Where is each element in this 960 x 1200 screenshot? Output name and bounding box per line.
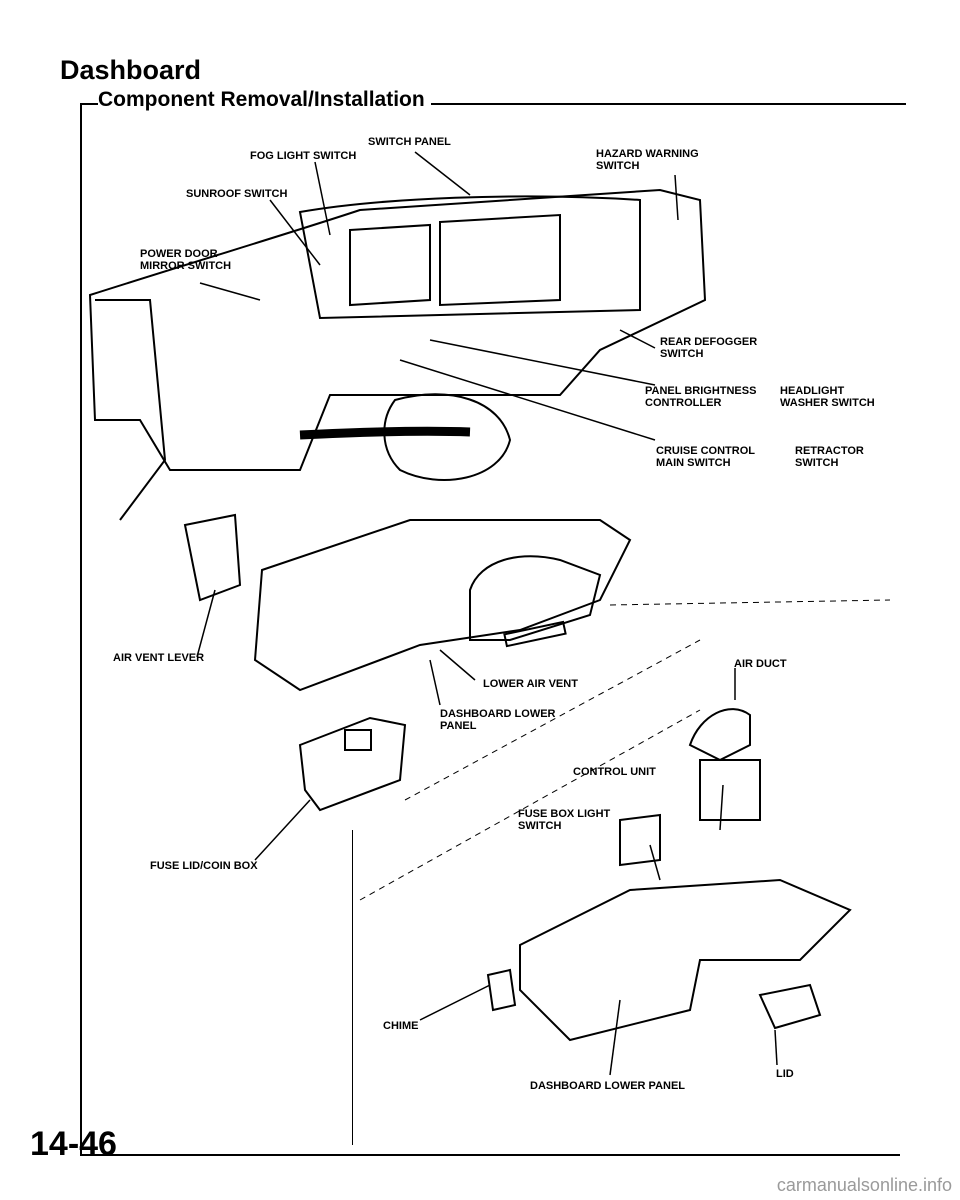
page-number: 14-46 [30, 1125, 117, 1163]
label-headlight-washer-switch: HEADLIGHT WASHER SWITCH [780, 385, 875, 409]
frame-left-rule [80, 103, 82, 1155]
gauge-left [349, 223, 431, 307]
fuse-lid-shape [298, 716, 407, 812]
label-dashboard-lower-panel-upper: DASHBOARD LOWER PANEL [440, 708, 556, 732]
watermark: carmanualsonline.info [776, 1175, 952, 1195]
frame-bottom-rule [80, 1154, 900, 1156]
gauge-right [439, 213, 561, 307]
label-control-unit: CONTROL UNIT [573, 766, 656, 778]
label-chime: CHIME [383, 1020, 419, 1032]
steering-column [299, 426, 471, 440]
label-hazard-warning-switch: HAZARD WARNING SWITCH [596, 148, 699, 172]
label-switch-panel: SWITCH PANEL [368, 136, 451, 148]
label-power-door-mirror-switch: POWER DOOR MIRROR SWITCH [140, 248, 232, 272]
air-duct-shape [688, 708, 751, 762]
label-fuse-box-light-switch: FUSE BOX LIGHT SWITCH [518, 808, 611, 832]
chime-shape [486, 968, 517, 1012]
dashboard-upper-outline [88, 188, 707, 471]
inset-divider [352, 830, 353, 1145]
lid-shape [758, 983, 822, 1030]
label-cruise-control-main-switch: CRUISE CONTROL MAIN SWITCH [656, 445, 755, 469]
lower-panel-outline [253, 519, 632, 692]
fuse-lid-emblem [344, 729, 372, 751]
page-title: Dashboard [60, 55, 202, 85]
label-panel-brightness-controller: PANEL BRIGHTNESS CONTROLLER [645, 385, 757, 409]
label-rear-defogger-switch: REAR DEFOGGER SWITCH [660, 336, 758, 360]
label-air-duct: AIR DUCT [734, 658, 787, 670]
fuse-light-switch-box [619, 813, 661, 867]
side-vent-bracket [183, 513, 242, 602]
label-lid: LID [776, 1068, 794, 1080]
lower-vent-grille [503, 620, 567, 648]
label-air-vent-lever: AIR VENT LEVER [113, 652, 205, 664]
page-subtitle: Component Removal/Installation [98, 88, 431, 112]
label-retractor-switch: RETRACTOR SWITCH [795, 445, 864, 469]
dashboard-side [95, 299, 167, 521]
steering-wheel [383, 393, 512, 481]
frame-top-rule [80, 103, 906, 105]
label-fuse-lid-coin-box: FUSE LID/COIN BOX [150, 860, 258, 872]
lower-air-vent-body [469, 555, 602, 641]
label-fog-light-switch: FOG LIGHT SWITCH [250, 150, 357, 162]
dashboard-lower-panel-inset [519, 878, 852, 1042]
label-sunroof-switch: SUNROOF SWITCH [186, 188, 288, 200]
label-dashboard-lower-panel-bottom: DASHBOARD LOWER PANEL [530, 1080, 686, 1092]
label-lower-air-vent: LOWER AIR VENT [483, 678, 578, 690]
instrument-cluster-hood [298, 195, 641, 320]
control-unit-box [699, 759, 761, 821]
